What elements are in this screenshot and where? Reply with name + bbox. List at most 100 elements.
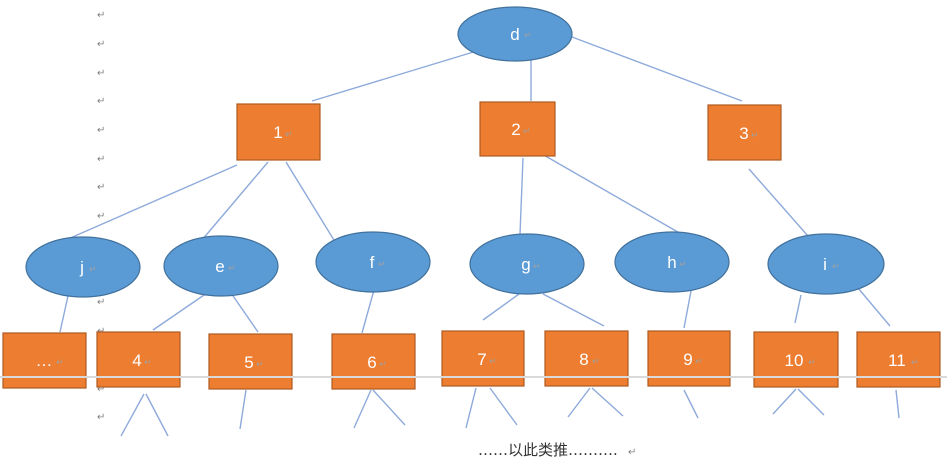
edge-d-3	[571, 36, 743, 102]
node-g-label: g	[521, 255, 530, 274]
return-arrow-icon: ↵	[378, 260, 386, 270]
return-arrow-icon: ↵	[524, 31, 532, 41]
edge-h-9	[683, 290, 692, 329]
edge-d-1	[311, 49, 481, 102]
node-level2-e: e ↵	[163, 235, 279, 297]
stub-7b	[489, 387, 518, 426]
node-6-box	[331, 333, 416, 390]
node-i-ellipse	[767, 233, 885, 295]
node-level3-6: 6 ↵	[331, 333, 416, 390]
node-f-ellipse	[315, 231, 431, 293]
node-2-box	[479, 101, 556, 157]
stub-4a	[120, 393, 145, 437]
node-level3-ellipsis: … ↵	[2, 332, 87, 389]
return-arrow-icon: ↵	[379, 360, 387, 370]
edge-2-g	[519, 157, 524, 235]
node-ellipsis-label: …	[36, 351, 53, 370]
return-arrow-icon: ↵	[56, 358, 64, 368]
node-j-ellipse	[25, 236, 141, 298]
edge-j-ellipsis	[59, 295, 69, 333]
node-1-label: 1	[273, 123, 282, 142]
node-h-ellipse	[614, 231, 730, 293]
return-arrow-icon: ↵	[695, 357, 703, 367]
node-root: d ↵	[457, 6, 573, 62]
node-9-label: 9	[683, 350, 692, 369]
node-3-box	[707, 104, 782, 161]
return-arrow-icon: ↵	[832, 262, 840, 272]
edge-e-5	[230, 292, 259, 333]
node-f-label: f	[370, 253, 375, 272]
return-arrow-icon: ↵	[285, 130, 293, 140]
node-5-box	[208, 333, 293, 390]
edge-g-7	[482, 293, 520, 321]
node-level1-2: 2 ↵	[479, 101, 556, 157]
return-arrow-icon: ↵	[97, 384, 105, 395]
return-arrow-icon: ↵	[97, 412, 105, 423]
edge-i-10	[794, 294, 802, 324]
stub-10b	[797, 388, 825, 416]
node-1-box	[236, 103, 321, 161]
stub-8b	[591, 387, 624, 417]
stub-9	[683, 389, 699, 419]
node-h-label: h	[667, 253, 676, 272]
node-level3-10: 10 ↵	[753, 331, 839, 388]
return-arrow-icon: ↵	[523, 127, 531, 137]
node-10-label: 10	[785, 351, 804, 370]
edge-e-4	[152, 292, 208, 331]
return-arrow-icon: ↵	[97, 68, 105, 79]
return-arrow-icon: ↵	[97, 96, 105, 107]
return-arrow-icon: ↵	[256, 360, 264, 370]
return-arrow-icon: ↵	[97, 39, 105, 50]
node-level3-4: 4 ↵	[96, 331, 181, 388]
edge-1-j	[67, 164, 238, 240]
return-arrow-icon: ↵	[97, 154, 105, 165]
edge-2-h	[534, 149, 684, 236]
node-5-label: 5	[244, 353, 253, 372]
node-level1-1: 1 ↵	[236, 103, 321, 161]
node-6-label: 6	[367, 353, 376, 372]
edge-3-i	[748, 168, 809, 237]
node-e-label: e	[215, 257, 224, 276]
edge-f-6	[361, 289, 375, 334]
stub-5	[239, 389, 247, 430]
node-level3-5: 5 ↵	[208, 333, 293, 390]
node-level1-3: 3 ↵	[707, 104, 782, 161]
node-e-ellipse	[163, 235, 279, 297]
stub-6b	[372, 389, 406, 426]
return-arrow-icon: ↵	[97, 10, 105, 21]
return-arrow-icon: ↵	[144, 358, 152, 368]
return-arrow-icon: ↵	[97, 211, 105, 222]
node-level2-g: g ↵	[469, 233, 585, 295]
stub-11	[895, 389, 900, 419]
return-arrow-icon: ↵	[489, 357, 497, 367]
return-arrow-icon: ↵	[97, 182, 105, 193]
node-level2-h: h ↵	[614, 231, 730, 293]
return-arrow-icon: ↵	[911, 358, 919, 368]
return-arrow-icon: ↵	[679, 260, 687, 270]
return-arrow-icon: ↵	[751, 131, 759, 141]
return-arrow-icon: ↵	[97, 297, 105, 308]
node-3-label: 3	[739, 124, 748, 143]
node-11-label: 11	[888, 351, 906, 370]
tree-edges	[59, 36, 900, 437]
node-i-label: i	[823, 255, 827, 274]
node-8-label: 8	[579, 350, 588, 369]
stub-10a	[772, 388, 797, 415]
node-2-label: 2	[511, 120, 520, 139]
edge-1-f	[285, 161, 338, 246]
stub-7a	[465, 387, 477, 429]
return-arrow-icon: ↵	[97, 125, 105, 136]
node-level2-i: i ↵	[767, 233, 885, 295]
edge-i-11	[857, 287, 891, 327]
return-arrow-icon: ↵	[228, 264, 236, 274]
return-arrow-icon: ↵	[628, 447, 636, 458]
edge-g-8	[542, 293, 605, 327]
node-4-label: 4	[132, 351, 141, 370]
node-g-ellipse	[469, 233, 585, 295]
node-d-label: d	[510, 25, 519, 44]
continuation-caption: ……以此类推……….	[478, 441, 618, 459]
stub-6a	[353, 389, 372, 429]
node-level2-f: f ↵	[315, 231, 431, 293]
node-ellipsis-box	[2, 332, 87, 389]
